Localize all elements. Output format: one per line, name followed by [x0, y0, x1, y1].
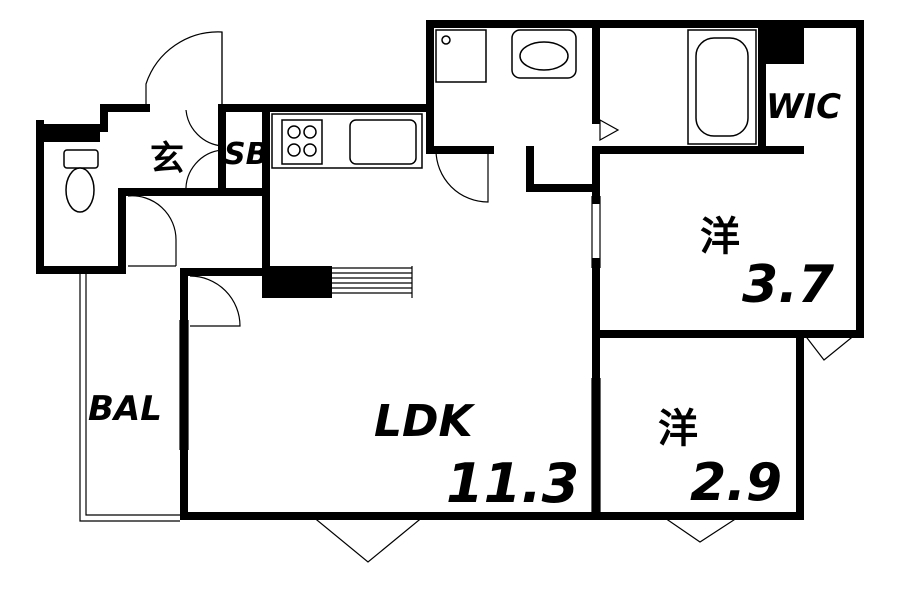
fixtures [63, 29, 757, 213]
bedroom-1-label: 洋 [700, 214, 740, 260]
counter-lines [332, 266, 413, 298]
shoe-box-label: SB [224, 137, 268, 172]
balcony-area [79, 272, 180, 522]
stove-icon [281, 119, 323, 165]
wic-label: WIC [766, 87, 841, 127]
toilet-icon [63, 149, 99, 213]
ldk-label: LDK [374, 396, 476, 447]
bedroom-2-label: 洋 [658, 406, 698, 452]
bedroom-1-size: 3.7 [742, 255, 835, 315]
doors [127, 31, 858, 563]
sink-icon [349, 119, 417, 165]
bedroom-2-size: 2.9 [690, 453, 782, 513]
entrance-label: 玄 [150, 139, 184, 179]
balcony-label: BAL [88, 389, 162, 429]
walls [36, 20, 864, 520]
ldk-size: 11.3 [446, 452, 579, 515]
